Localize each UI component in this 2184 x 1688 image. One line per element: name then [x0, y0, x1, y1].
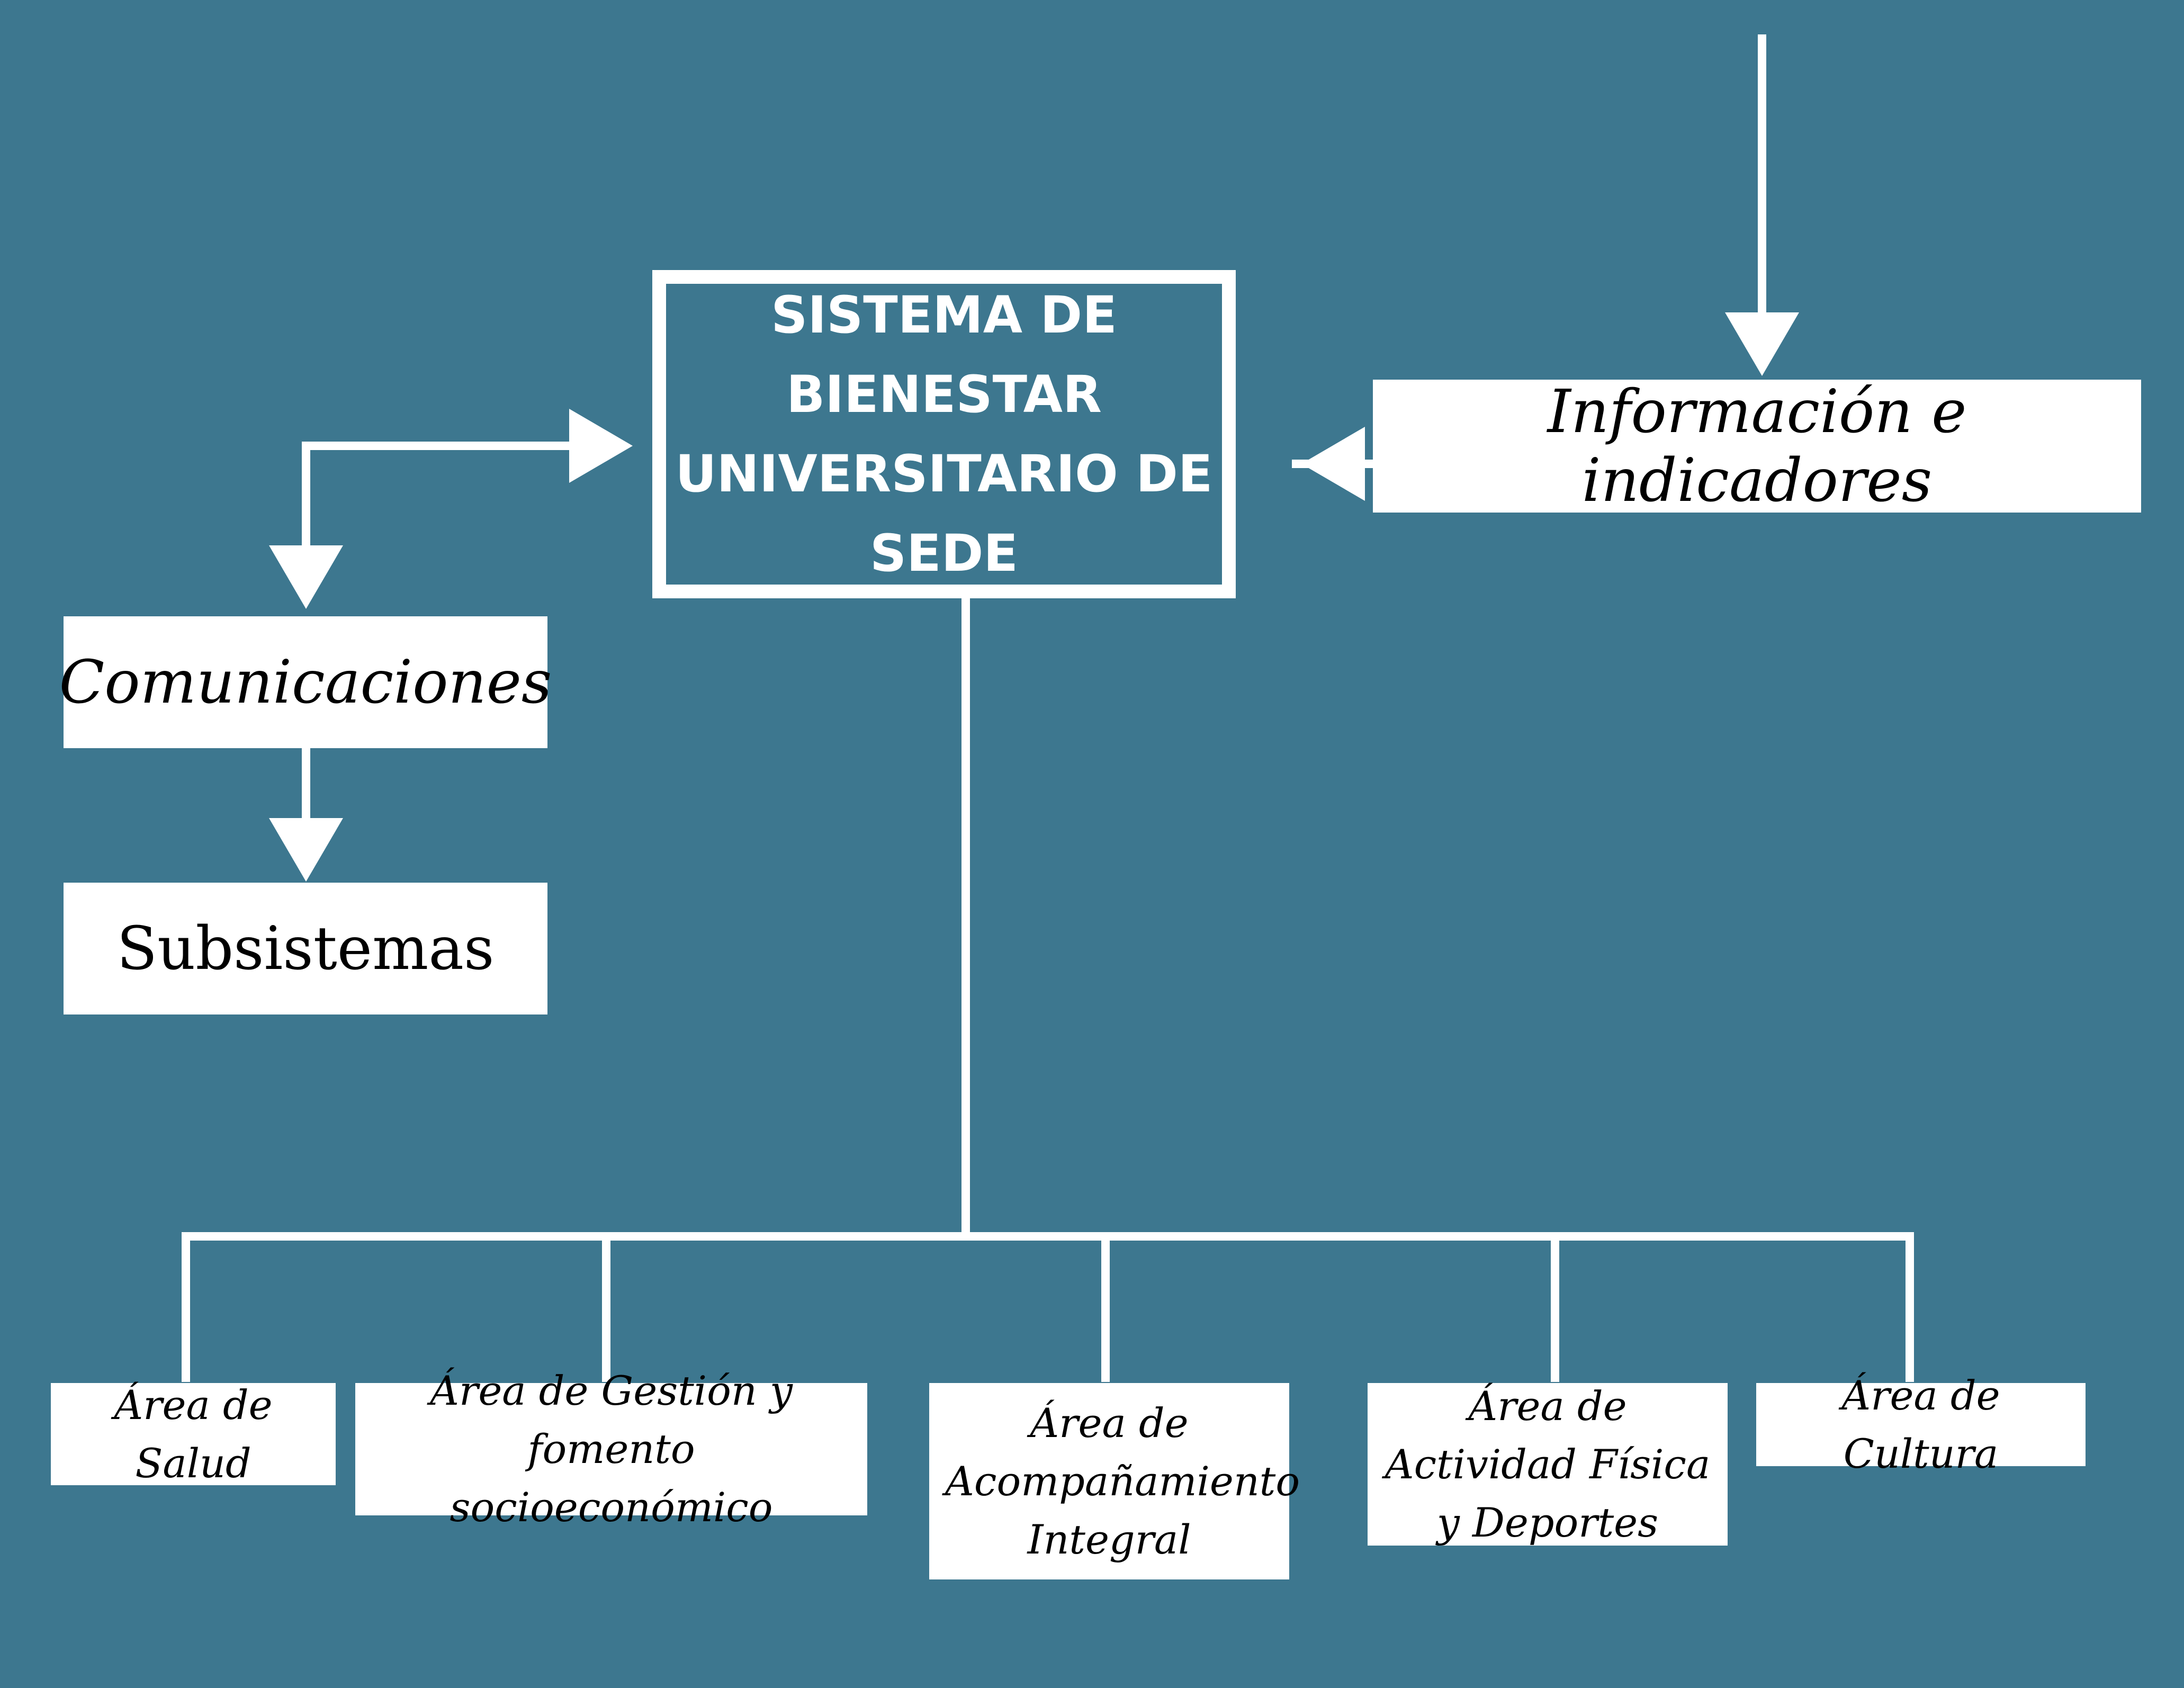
communications-label: Comunicaciones — [59, 648, 552, 717]
area-box-accompaniment: Área de Acompañamiento Integral — [929, 1383, 1300, 1579]
area-box-socioeconomic: Área de Gestión y fomento socioeconómico — [355, 1367, 867, 1531]
info-indicators-label: Información e indicadores — [1547, 377, 1967, 515]
arrowhead-down-icon — [1725, 312, 1799, 376]
area-label: Área de Cultura — [1841, 1371, 2000, 1477]
area-box-sports: Área de Actividad Física y Deportes — [1368, 1382, 1728, 1546]
arrowhead-right-icon — [569, 409, 633, 483]
subsystems-box: Subsistemas — [64, 883, 547, 1014]
arrowhead-down-icon — [269, 818, 343, 882]
arrowhead-left-icon — [1301, 427, 1365, 501]
info-indicators-box: Información e indicadores — [1373, 377, 2141, 515]
area-label: Área de Gestión y fomento socioeconómico — [430, 1367, 793, 1531]
central-system-box: SISTEMA DE BIENESTAR UNIVERSITARIO DE SE… — [652, 270, 1236, 598]
central-system-label: SISTEMA DE BIENESTAR UNIVERSITARIO DE SE… — [675, 285, 1213, 583]
subsystems-label: Subsistemas — [116, 914, 495, 983]
area-label: Área de Actividad Física y Deportes — [1385, 1382, 1711, 1546]
comm-central-line — [302, 442, 582, 551]
communications-box: Comunicaciones — [59, 616, 552, 748]
area-label: Área de Acompañamiento Integral — [945, 1399, 1300, 1563]
area-box-health: Área de Salud — [51, 1381, 336, 1487]
area-label: Área de Salud — [114, 1381, 273, 1487]
area-box-culture: Área de Cultura — [1756, 1372, 2086, 1477]
arrowhead-down-icon — [269, 545, 343, 609]
